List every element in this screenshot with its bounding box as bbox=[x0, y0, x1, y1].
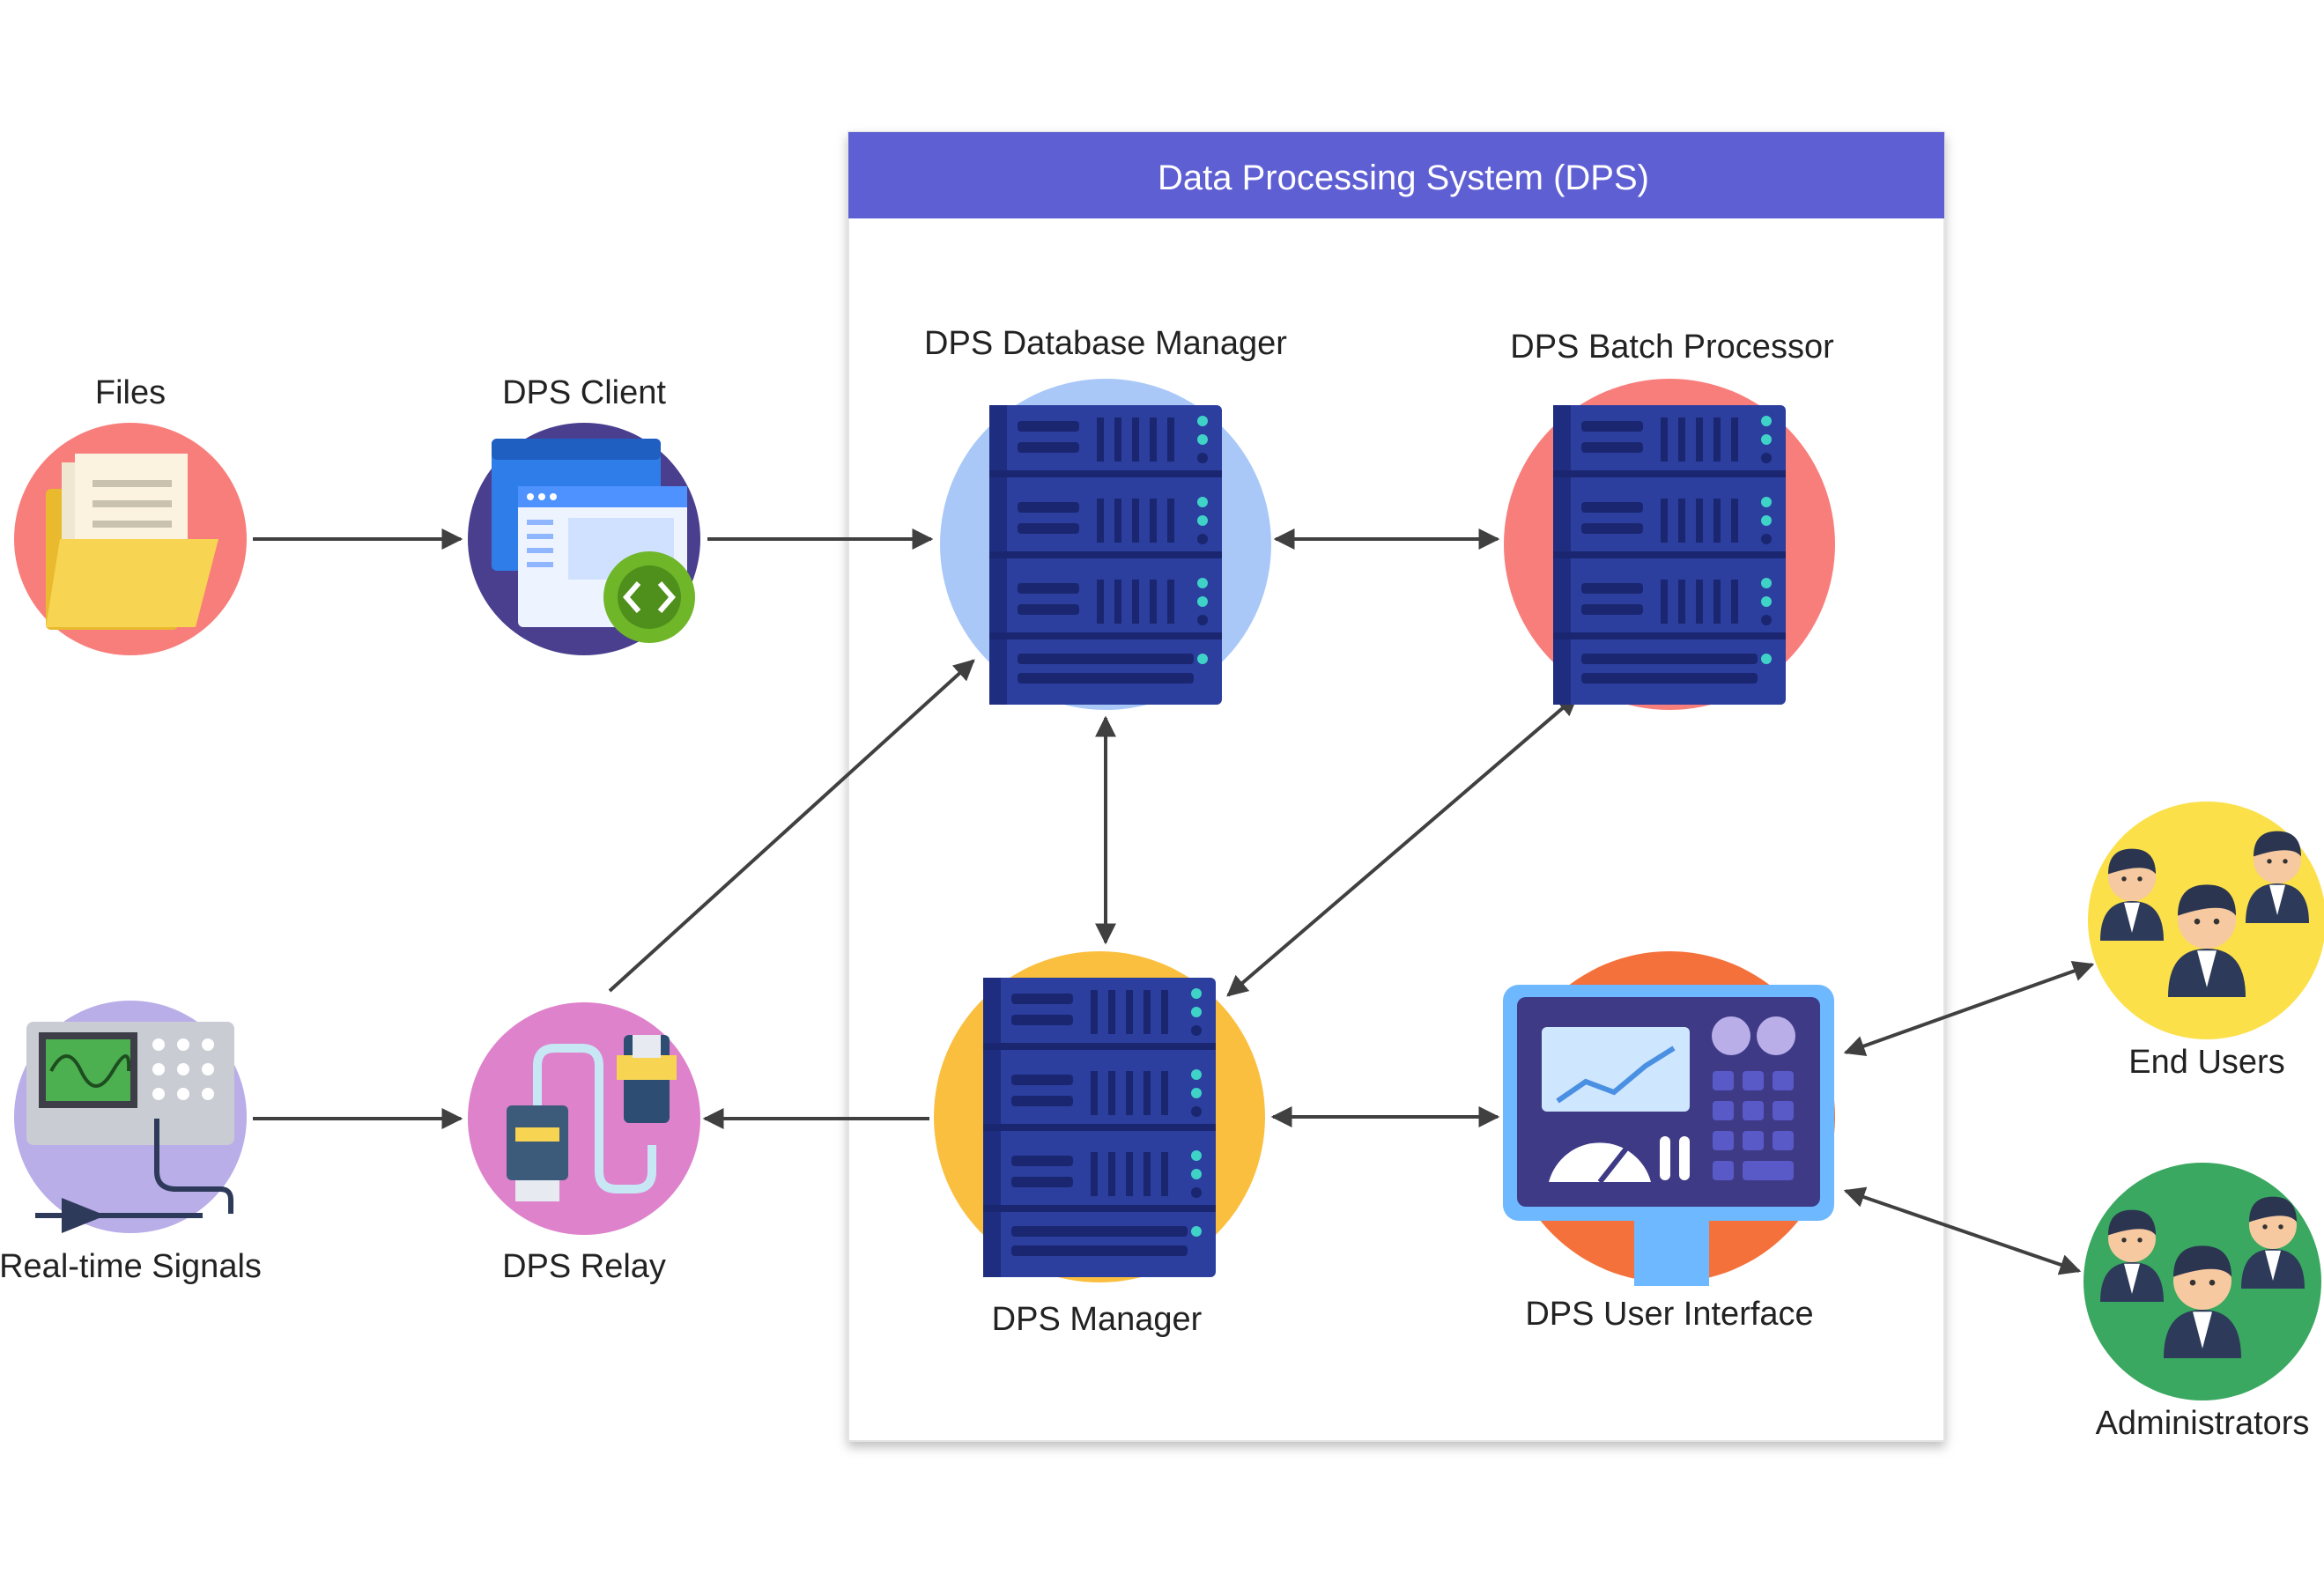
edge-ui-end-users bbox=[1843, 960, 2095, 1057]
db-manager-label: DPS Database Manager bbox=[924, 325, 1287, 362]
dps-ui-label: DPS User Interface bbox=[1525, 1296, 1813, 1333]
edge-relay-to-db-manager bbox=[608, 659, 975, 993]
usb-plug-icon bbox=[507, 1035, 677, 1201]
files-label: Files bbox=[95, 374, 166, 411]
dps-relay-label: DPS Relay bbox=[502, 1248, 666, 1285]
code-window-icon bbox=[492, 439, 695, 643]
dps-client-label: DPS Client bbox=[502, 374, 666, 411]
dashboard-monitor-icon bbox=[1503, 985, 1834, 1286]
dps-group-title: Data Processing System (DPS) bbox=[1158, 159, 1649, 197]
node-dps-batch-processor: DPS Batch Processor bbox=[1504, 329, 1835, 710]
folder-icon bbox=[46, 454, 218, 630]
batch-processor-server-icon bbox=[1553, 405, 1786, 705]
node-files: Files bbox=[14, 374, 247, 655]
db-manager-server-icon bbox=[989, 405, 1222, 705]
signals-label: Real-time Signals bbox=[0, 1248, 262, 1285]
node-dps-relay: DPS Relay bbox=[468, 1002, 700, 1285]
node-dps-database-manager: DPS Database Manager bbox=[924, 325, 1287, 710]
node-dps-user-interface: DPS User Interface bbox=[1503, 951, 1835, 1333]
edge-batch-manager bbox=[1226, 694, 1579, 997]
node-administrators: Administrators bbox=[2083, 1163, 2321, 1442]
node-dps-client: DPS Client bbox=[468, 374, 700, 655]
batch-processor-label: DPS Batch Processor bbox=[1510, 329, 1834, 366]
administrators-label: Administrators bbox=[2096, 1405, 2310, 1442]
node-real-time-signals: Real-time Signals bbox=[0, 1001, 262, 1285]
dps-manager-server-icon bbox=[983, 978, 1216, 1277]
node-dps-manager: DPS Manager bbox=[934, 951, 1265, 1338]
end-users-label: End Users bbox=[2128, 1044, 2284, 1081]
edge-ui-administrators bbox=[1843, 1186, 2082, 1275]
dps-group-header bbox=[848, 132, 1944, 218]
oscilloscope-icon bbox=[26, 1022, 234, 1233]
node-end-users: End Users bbox=[2088, 802, 2324, 1081]
dps-manager-label: DPS Manager bbox=[992, 1301, 1203, 1338]
edges bbox=[253, 528, 2095, 1275]
